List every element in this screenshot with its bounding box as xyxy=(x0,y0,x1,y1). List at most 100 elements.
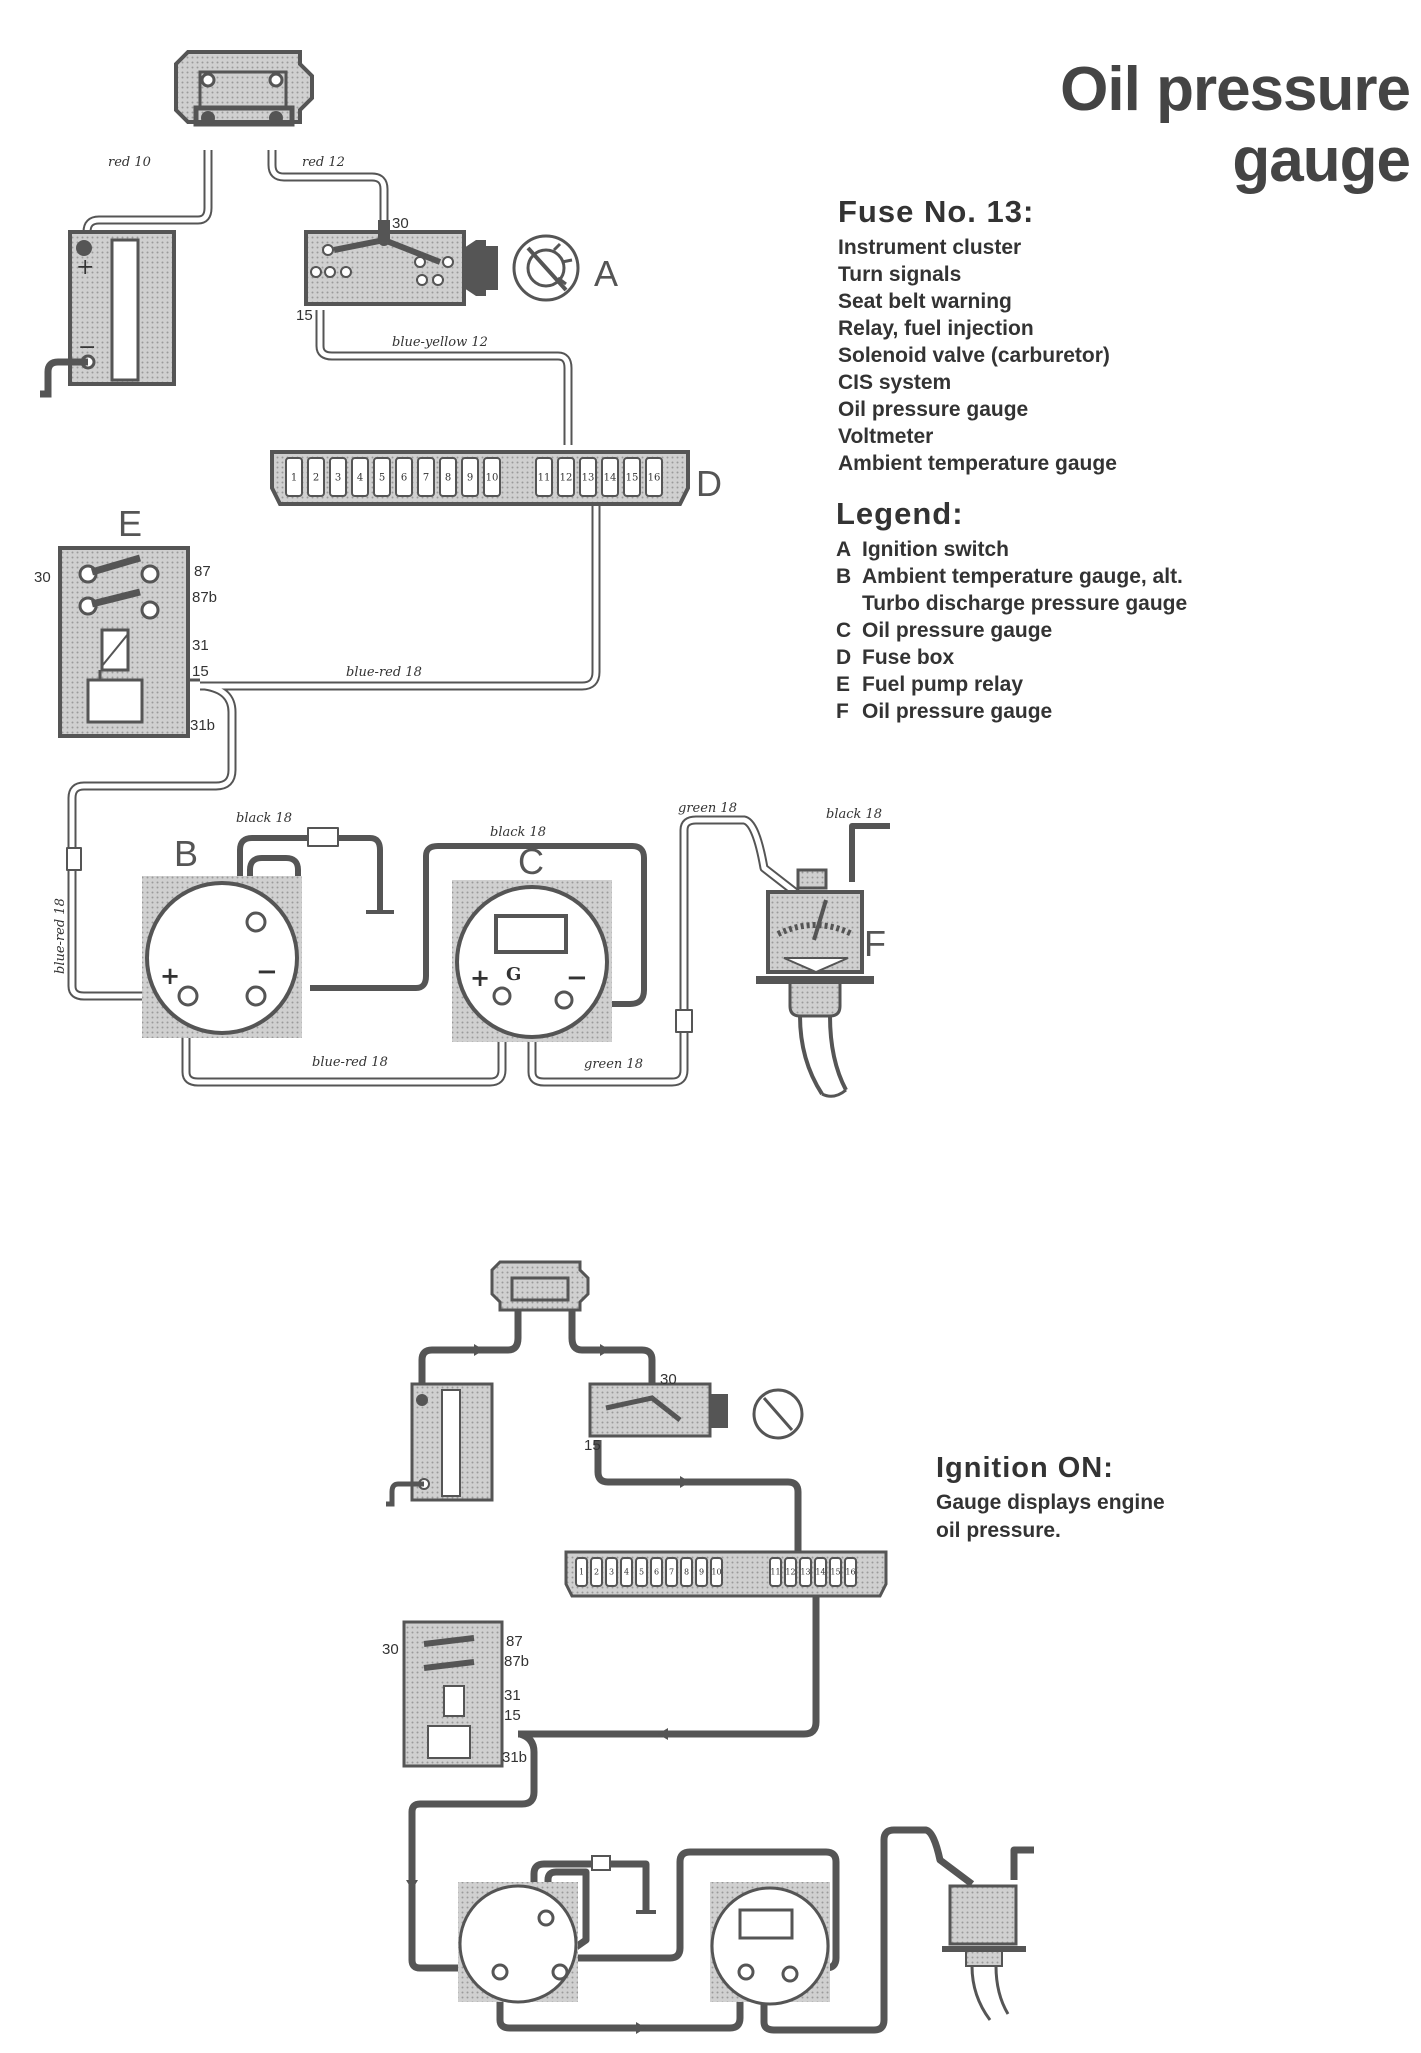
legend-text: Ignition switch xyxy=(862,538,1009,561)
terminal-15-e: 15 xyxy=(192,663,209,680)
fuse-number: 3 xyxy=(335,472,341,483)
fuse-slot xyxy=(844,1557,857,1587)
legend-item: A Ignition switch xyxy=(836,536,1276,563)
fuel-pump-relay xyxy=(58,546,200,738)
letter-d: D xyxy=(696,463,722,504)
wire-labels: red 10 red 12 blue-yellow 12 blue-red 18… xyxy=(53,155,882,1072)
fuse-number: 13 xyxy=(800,1568,810,1577)
terminal-plus-c: + xyxy=(470,963,490,992)
fuse-slot xyxy=(483,457,501,497)
gauge-c xyxy=(452,880,612,1042)
terminal-31b-bottom: 31b xyxy=(502,1749,527,1766)
fuse-slot xyxy=(373,457,391,497)
fuse-number: 4 xyxy=(624,1568,629,1577)
fuse-number: 11 xyxy=(770,1568,780,1577)
fuse-number: 16 xyxy=(845,1568,855,1577)
wire-label-blue-red18-bottom: blue-red 18 xyxy=(312,1055,388,1070)
fuse-item: Ambient temperature gauge xyxy=(838,452,1117,475)
fuse-number: 15 xyxy=(830,1568,840,1577)
letter-e: E xyxy=(118,503,142,544)
fuse-item: Turn signals xyxy=(838,263,962,286)
letter-c: C xyxy=(518,841,544,882)
terminal-30-e-bottom: 30 xyxy=(382,1641,399,1658)
fuse-slot xyxy=(417,457,435,497)
wire-label-blue-red18-left: blue-red 18 xyxy=(53,898,68,974)
legend-key: E xyxy=(836,673,851,696)
fuse-list: Instrument cluster Turn signals Seat bel… xyxy=(838,234,1278,477)
oil-pressure-sender xyxy=(756,868,874,1098)
legend-text: Oil pressure gauge xyxy=(862,619,1053,642)
fuse-slot xyxy=(650,1557,663,1587)
battery: + − xyxy=(40,230,176,398)
fuse-slot xyxy=(579,457,597,497)
terminal-30-a-bottom: 30 xyxy=(660,1371,677,1388)
legend-key: C xyxy=(836,619,852,642)
fuse-number: 8 xyxy=(684,1568,689,1577)
fuse-number: 4 xyxy=(357,472,363,483)
fuse-number: 14 xyxy=(604,472,617,483)
fuse-number: 5 xyxy=(639,1568,644,1577)
legend-text: Fuse box xyxy=(862,646,955,669)
terminal-87b-bottom: 87b xyxy=(504,1653,529,1670)
legend-item: C Oil pressure gauge xyxy=(836,617,1276,644)
terminal-87b: 87b xyxy=(192,589,217,606)
legend-heading: Legend: xyxy=(836,496,964,531)
legend-key: F xyxy=(836,700,849,723)
fuse-number: 15 xyxy=(626,472,639,483)
wire-label-red12: red 12 xyxy=(302,155,345,170)
fuse-item: Relay, fuel injection xyxy=(838,317,1034,340)
fuse-number: 1 xyxy=(291,472,297,483)
fuse-slot xyxy=(605,1557,618,1587)
fuse-slot xyxy=(665,1557,678,1587)
fuse-slot xyxy=(329,457,347,497)
fuse-number: 1 xyxy=(579,1568,584,1577)
terminal-g-c: G xyxy=(506,964,521,985)
fuse-slot xyxy=(439,457,457,497)
fuse-slot xyxy=(601,457,619,497)
fuse-number: 3 xyxy=(609,1568,614,1577)
terminal-30-e: 30 xyxy=(34,569,51,586)
fuse-slot xyxy=(710,1557,723,1587)
wire-label-green18-top: green 18 xyxy=(678,801,737,816)
ignition-text: Gauge displays engine oil pressure. xyxy=(936,1491,1165,1542)
fuse-slot xyxy=(635,1557,648,1587)
svg-text:+: + xyxy=(76,255,94,280)
fuse-item: Instrument cluster xyxy=(838,236,1022,259)
fuse-number: 14 xyxy=(815,1568,825,1577)
terminal-minus-b: − xyxy=(256,957,278,987)
fuse-panel: Fuse No. 13: Instrument cluster Turn sig… xyxy=(838,194,1278,477)
top-wires xyxy=(66,150,890,1087)
letter-a: A xyxy=(594,253,618,294)
fuse-slot xyxy=(461,457,479,497)
fuse-number: 10 xyxy=(486,472,499,483)
fuse-slot xyxy=(680,1557,693,1587)
fuse-slot xyxy=(575,1557,588,1587)
fuse-slot xyxy=(285,457,303,497)
gauge-b xyxy=(142,876,302,1038)
fuse-number: 12 xyxy=(560,472,573,483)
wire-label-black18-c: black 18 xyxy=(490,825,546,840)
wire-label-black18-b: black 18 xyxy=(236,811,292,826)
fuse-slot xyxy=(814,1557,827,1587)
svg-text:−: − xyxy=(78,335,96,360)
wire-label-blue-red18-top: blue-red 18 xyxy=(346,665,422,680)
fuse-item: Voltmeter xyxy=(838,425,934,448)
legend-key: A xyxy=(836,538,852,561)
fuse-number: 7 xyxy=(669,1568,674,1577)
fuse-item: Oil pressure gauge xyxy=(838,398,1029,421)
terminal-plus-b: + xyxy=(160,961,180,990)
terminal-15-a-bottom: 15 xyxy=(584,1437,601,1454)
terminal-87-bottom: 87 xyxy=(506,1633,523,1650)
letter-f: F xyxy=(864,923,886,964)
fuse-number: 11 xyxy=(538,472,551,483)
terminal-15-e-bottom: 15 xyxy=(504,1707,521,1724)
ignition-heading: Ignition ON: xyxy=(936,1452,1114,1484)
